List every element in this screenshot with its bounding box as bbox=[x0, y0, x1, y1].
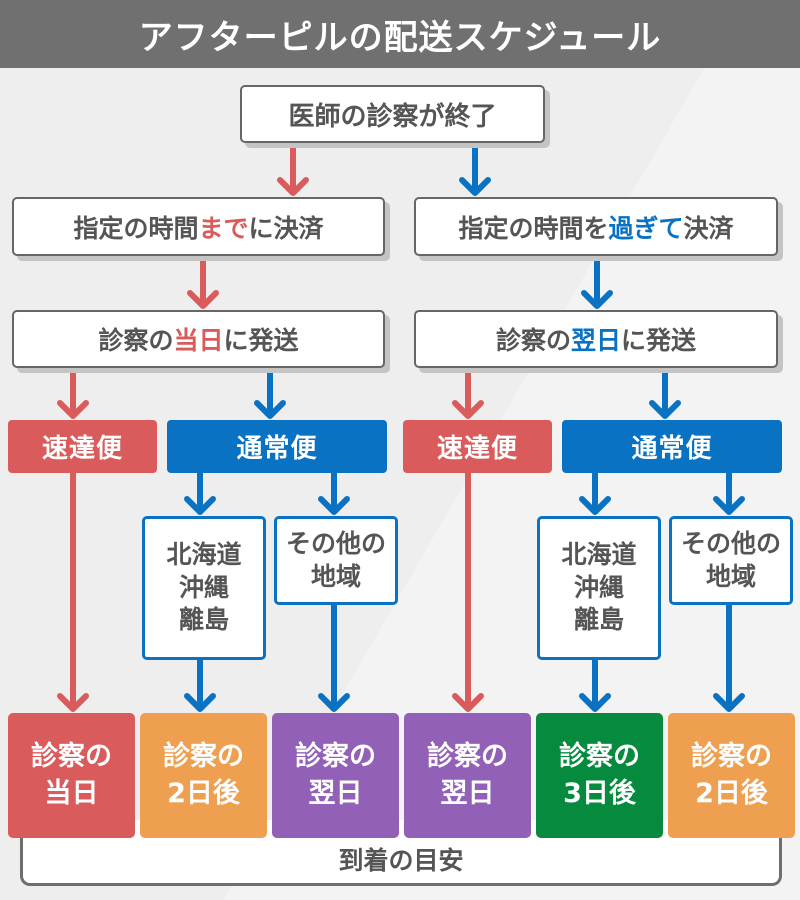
arrow-down-icon bbox=[57, 473, 89, 712]
left-express-label: 速達便 bbox=[41, 434, 123, 464]
arrival-result-3: 診察の 翌日 bbox=[272, 713, 399, 838]
result-line1: 診察の bbox=[691, 741, 772, 773]
consultation-complete-box: 医師の診察が終了 bbox=[240, 85, 545, 143]
ship-same-day-pre: 診察の bbox=[98, 326, 174, 355]
arrival-estimate-label: 到着の目安 bbox=[338, 846, 464, 875]
right-express-label: 速達便 bbox=[436, 434, 518, 464]
result-line2: 3日後 bbox=[563, 777, 636, 809]
region-line: 地域 bbox=[705, 561, 756, 591]
ship-next-day-post: に発送 bbox=[621, 326, 697, 355]
left-normal-tag: 通常便 bbox=[167, 420, 387, 473]
arrow-down-icon bbox=[57, 368, 89, 419]
right-normal-label: 通常便 bbox=[631, 434, 713, 464]
arrow-down-icon bbox=[649, 368, 681, 419]
arrival-result-6: 診察の 2日後 bbox=[668, 713, 795, 838]
arrow-down-icon bbox=[318, 473, 350, 515]
result-line1: 診察の bbox=[295, 741, 376, 773]
page-title-text: アフターピルの配送スケジュール bbox=[138, 17, 662, 58]
region-line: 地域 bbox=[310, 561, 361, 591]
arrival-result-5: 診察の 3日後 bbox=[536, 713, 663, 838]
payment-before-highlight: まで bbox=[198, 213, 249, 243]
right-express-tag: 速達便 bbox=[403, 420, 552, 473]
arrow-down-icon bbox=[452, 368, 484, 419]
arrival-result-4: 診察の 翌日 bbox=[404, 713, 531, 838]
arrow-down-icon bbox=[187, 256, 219, 309]
payment-before-pre: 指定の時間 bbox=[73, 213, 199, 243]
region-line: 沖縄 bbox=[178, 572, 229, 602]
result-line2: 翌日 bbox=[440, 777, 495, 809]
arrival-result-2: 診察の 2日後 bbox=[140, 713, 267, 838]
payment-before-deadline-box: 指定の時間までに決済 bbox=[12, 197, 385, 256]
left-normal-label: 通常便 bbox=[236, 434, 318, 464]
result-line1: 診察の bbox=[427, 741, 508, 773]
result-line2: 翌日 bbox=[308, 777, 363, 809]
result-line1: 診察の bbox=[559, 741, 640, 773]
right-region-remote-box: 北海道 沖縄 離島 bbox=[537, 516, 661, 660]
right-region-other-box: その他の 地域 bbox=[669, 516, 793, 605]
region-line: その他の bbox=[285, 529, 386, 558]
left-region-other-box: その他の 地域 bbox=[274, 516, 398, 605]
ship-same-day-box: 診察の当日に発送 bbox=[12, 310, 385, 368]
arrow-down-icon bbox=[581, 256, 613, 309]
region-line: その他の bbox=[680, 529, 781, 558]
region-line: 北海道 bbox=[166, 540, 242, 570]
result-line1: 診察の bbox=[31, 741, 112, 773]
region-line: 離島 bbox=[178, 605, 229, 635]
arrow-down-icon bbox=[579, 660, 611, 712]
region-line: 沖縄 bbox=[573, 572, 624, 602]
arrow-down-icon bbox=[184, 660, 216, 712]
page-title: アフターピルの配送スケジュール bbox=[0, 0, 800, 68]
ship-next-day-highlight: 翌日 bbox=[570, 326, 621, 355]
arrow-down-icon bbox=[713, 605, 745, 712]
arrival-result-1: 診察の 当日 bbox=[8, 713, 135, 838]
consultation-complete-label: 医師の診察が終了 bbox=[288, 101, 497, 132]
right-normal-tag: 通常便 bbox=[562, 420, 782, 473]
arrow-down-icon bbox=[713, 473, 745, 515]
left-region-remote-box: 北海道 沖縄 離島 bbox=[142, 516, 266, 660]
result-line2: 2日後 bbox=[695, 777, 768, 809]
payment-after-pre: 指定の時間を bbox=[458, 213, 609, 243]
result-line1: 診察の bbox=[163, 741, 244, 773]
arrow-down-icon bbox=[277, 143, 309, 196]
payment-after-deadline-box: 指定の時間を過ぎて決済 bbox=[414, 197, 778, 256]
ship-next-day-box: 診察の翌日に発送 bbox=[414, 310, 778, 368]
ship-next-day-pre: 診察の bbox=[495, 326, 571, 355]
region-line: 離島 bbox=[573, 605, 624, 635]
arrow-down-icon bbox=[459, 143, 491, 196]
payment-after-post: 決済 bbox=[683, 213, 734, 243]
ship-same-day-highlight: 当日 bbox=[173, 326, 224, 355]
arrow-down-icon bbox=[318, 605, 350, 712]
arrow-down-icon bbox=[452, 473, 484, 712]
payment-after-highlight: 過ぎて bbox=[608, 213, 684, 243]
region-line: 北海道 bbox=[561, 540, 637, 570]
result-line2: 当日 bbox=[44, 777, 99, 809]
arrow-down-icon bbox=[579, 473, 611, 515]
arrow-down-icon bbox=[184, 473, 216, 515]
arrow-down-icon bbox=[254, 368, 286, 419]
ship-same-day-post: に発送 bbox=[223, 326, 299, 355]
result-line2: 2日後 bbox=[167, 777, 240, 809]
payment-before-post: に決済 bbox=[248, 213, 324, 243]
left-express-tag: 速達便 bbox=[8, 420, 157, 473]
